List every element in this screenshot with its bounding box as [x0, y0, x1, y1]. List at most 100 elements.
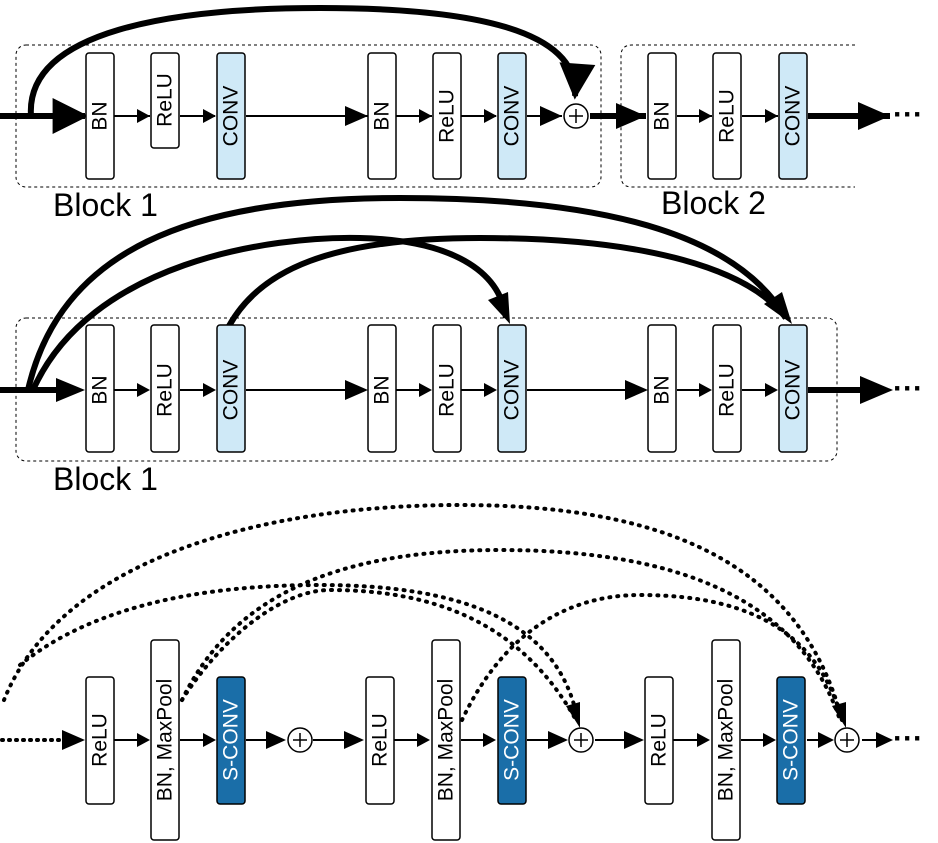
- row1-node-label: CONV: [501, 86, 524, 147]
- row3-node-bn-maxpool: BN, MaxPool: [431, 639, 461, 841]
- row1-arrowhead: [56, 104, 85, 128]
- row2-node-label: BN: [651, 375, 674, 404]
- row1-node-relu: ReLU: [150, 52, 180, 149]
- row1-arrowhead: [345, 106, 368, 126]
- row3-node-bn-maxpool: BN, MaxPool: [150, 639, 180, 841]
- row3-node-label: S-CONV: [501, 699, 524, 781]
- row3-node-relu: ReLU: [365, 676, 395, 805]
- row1-arrowhead: [137, 109, 150, 123]
- row1-node-label: ReLU: [716, 89, 739, 143]
- row3-node-label: ReLU: [369, 713, 392, 767]
- row3-arrowhead: [832, 702, 846, 728]
- row2-node-conv: CONV: [778, 324, 808, 453]
- row2-arrowhead: [625, 380, 648, 400]
- row3-ellipsis: ···: [893, 722, 923, 755]
- row2-arrowhead: [203, 383, 216, 397]
- row3-arrowhead: [697, 733, 710, 747]
- row3-arrowhead: [266, 731, 286, 749]
- row2-skip-arrow-short: [30, 234, 509, 392]
- row2-arrowhead: [488, 292, 510, 324]
- row1-node-conv: CONV: [778, 52, 808, 180]
- row3-node-sconv: S-CONV: [497, 676, 527, 805]
- row2-node-bn: BN: [85, 324, 115, 453]
- row3-add-node: [568, 727, 594, 753]
- row3-node-label: BN, MaxPool: [435, 679, 458, 802]
- row3-node-bn-maxpool: BN, MaxPool: [711, 639, 741, 841]
- row2-node-label: ReLU: [154, 363, 177, 417]
- row1-node-label: ReLU: [436, 89, 459, 143]
- row3-arrowhead: [566, 702, 580, 728]
- row1-arrowhead: [540, 106, 562, 126]
- row2-node-bn: BN: [647, 324, 677, 453]
- row2-arrowhead: [765, 383, 778, 397]
- row1-skip-arrow: [27, 4, 596, 117]
- row1-arrowhead: [858, 102, 890, 130]
- row1-add-node: [563, 103, 589, 129]
- row2-node-label: CONV: [501, 360, 524, 421]
- row3-arrowhead: [818, 732, 834, 748]
- row2-arrowhead: [345, 380, 368, 400]
- row2-arrowhead: [484, 383, 497, 397]
- row3-node-relu: ReLU: [644, 676, 674, 805]
- row3-skip-arrow: [2, 502, 844, 722]
- row3-arrowhead: [763, 733, 776, 747]
- row1-node-label: BN: [371, 101, 394, 130]
- row3-arrowhead: [417, 733, 430, 747]
- row2-arrowhead: [860, 376, 893, 404]
- row1-node-bn: BN: [85, 52, 115, 180]
- row3-node-sconv: S-CONV: [216, 676, 246, 805]
- row3-skip-arrow: [180, 587, 578, 722]
- row3-arrowhead: [483, 733, 496, 747]
- row2-node-conv: CONV: [216, 324, 246, 453]
- row3-skip-arrow: [18, 582, 580, 724]
- row1-node-label: CONV: [782, 86, 805, 147]
- row3-node-label: S-CONV: [780, 699, 803, 781]
- row1-node-bn: BN: [647, 52, 677, 180]
- row3-arrowhead: [62, 730, 85, 750]
- row2-ellipsis: ···: [893, 372, 923, 405]
- row3-node-label: ReLU: [89, 713, 112, 767]
- row1-node-relu: ReLU: [432, 52, 462, 180]
- row3-skip-arrow: [460, 592, 844, 722]
- row2-skip-arrow-long: [25, 194, 789, 391]
- row1-node-bn: BN: [367, 52, 397, 180]
- row1-arrowhead: [203, 109, 216, 123]
- row3-arrowhead: [548, 731, 568, 749]
- row2-node-relu: ReLU: [432, 324, 462, 453]
- row2-block1-label: Block 1: [53, 461, 158, 497]
- row2-node-conv: CONV: [497, 324, 527, 453]
- row2-node-relu: ReLU: [150, 324, 180, 453]
- row1-arrowhead: [419, 109, 432, 123]
- row1-arrowhead: [616, 103, 646, 129]
- row1-node-conv: CONV: [216, 52, 246, 180]
- row1-node-label: CONV: [220, 86, 243, 147]
- row3-arrowhead: [137, 733, 150, 747]
- row2-node-label: BN: [89, 375, 112, 404]
- row2-node-label: ReLU: [436, 363, 459, 417]
- row3-add-node: [287, 727, 313, 753]
- row3-arrowhead: [203, 733, 216, 747]
- row3-sconv-diagram: ReLU BN, MaxPool S-CONV ReLU BN, MaxPool…: [0, 502, 923, 841]
- row3-node-relu: ReLU: [85, 676, 115, 805]
- row2-node-label: CONV: [782, 360, 805, 421]
- row2-skip-arrow-conv: [226, 234, 789, 328]
- row2-node-bn: BN: [367, 324, 397, 453]
- row2-node-relu: ReLU: [712, 324, 742, 453]
- row2-arrowhead: [764, 292, 792, 324]
- row3-arrowhead: [344, 731, 364, 749]
- row1-node-label: BN: [89, 101, 112, 130]
- row1-block1-label: Block 1: [53, 187, 158, 223]
- row1-block2-label: Block 2: [661, 185, 766, 221]
- row3-add-node: [834, 727, 860, 753]
- row1-node-label: BN: [651, 101, 674, 130]
- row3-node-label: BN, MaxPool: [715, 679, 738, 802]
- row1-ellipsis: ···: [893, 98, 923, 131]
- row2-arrowhead: [56, 378, 85, 402]
- row1-arrowhead: [484, 109, 497, 123]
- row2-node-label: CONV: [220, 360, 243, 421]
- row1-arrowhead: [699, 109, 712, 123]
- row1-node-conv: CONV: [497, 52, 527, 180]
- row2-arrowhead: [137, 383, 150, 397]
- row1-node-relu: ReLU: [712, 52, 742, 180]
